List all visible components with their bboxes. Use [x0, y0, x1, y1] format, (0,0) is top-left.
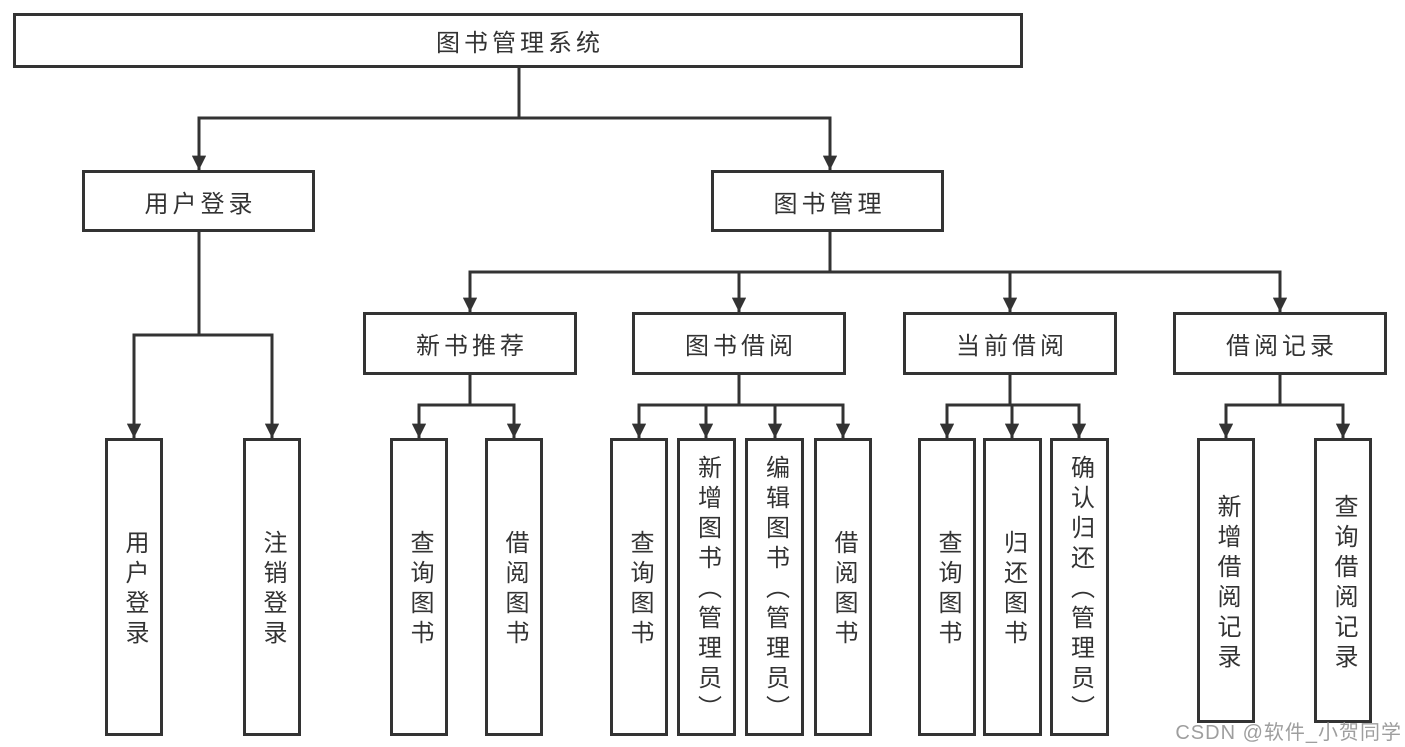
node-label: 确认归还（管理员）: [1066, 455, 1094, 725]
node-label: 查询图书: [934, 530, 961, 650]
node-label: 图书管理系统: [436, 30, 604, 57]
node-label: 归还图书: [999, 530, 1027, 650]
node-leaf-user-login: 用户登录: [105, 438, 163, 736]
node-leaf-query-borrow-record: 查询借阅记录: [1314, 438, 1372, 723]
node-label: 图书管理: [773, 190, 886, 218]
node-leaf-query-book-recommend: 查询图书: [390, 438, 448, 736]
node-label: 新增借阅记录: [1213, 493, 1240, 674]
node-label: 借阅记录: [1226, 333, 1338, 360]
node-borrowing-records: 借阅记录: [1173, 312, 1387, 375]
node-leaf-return-book: 归还图书: [983, 438, 1042, 736]
node-leaf-confirm-return-admin: 确认归还（管理员）: [1050, 438, 1109, 736]
node-leaf-borrow-book-borrow: 借阅图书: [814, 438, 872, 736]
node-label: 用户登录: [144, 190, 257, 218]
node-book-management: 图书管理: [711, 170, 944, 232]
node-leaf-query-book-borrow: 查询图书: [610, 438, 668, 736]
node-leaf-add-book-admin: 新增图书（管理员）: [677, 438, 736, 736]
node-label: 用户登录: [121, 530, 148, 650]
node-new-book-recommendation: 新书推荐: [363, 312, 577, 375]
node-leaf-logout-login: 注销登录: [243, 438, 301, 736]
node-label: 编辑图书（管理员）: [761, 455, 789, 725]
watermark: CSDN @软件_小贺同学: [1175, 722, 1402, 744]
node-leaf-add-borrow-record: 新增借阅记录: [1197, 438, 1255, 723]
node-label: 注销登录: [259, 530, 286, 650]
node-label: 查询借阅记录: [1330, 493, 1357, 674]
node-label: 新增图书（管理员）: [693, 455, 721, 725]
node-label: 查询图书: [626, 530, 653, 650]
node-label: 查询图书: [406, 530, 433, 650]
node-label: 当前借阅: [956, 333, 1068, 360]
node-user-login: 用户登录: [82, 170, 315, 232]
node-label: 借阅图书: [830, 530, 857, 650]
node-label: 新书推荐: [416, 333, 528, 360]
node-library-management-system: 图书管理系统: [13, 13, 1023, 68]
node-leaf-edit-book-admin: 编辑图书（管理员）: [745, 438, 804, 736]
node-leaf-borrow-book-recommend: 借阅图书: [485, 438, 543, 736]
node-current-borrowing: 当前借阅: [903, 312, 1117, 375]
node-label: 图书借阅: [685, 333, 797, 360]
node-leaf-query-book-current: 查询图书: [918, 438, 976, 736]
node-label: 借阅图书: [501, 530, 528, 650]
node-book-borrowing: 图书借阅: [632, 312, 846, 375]
